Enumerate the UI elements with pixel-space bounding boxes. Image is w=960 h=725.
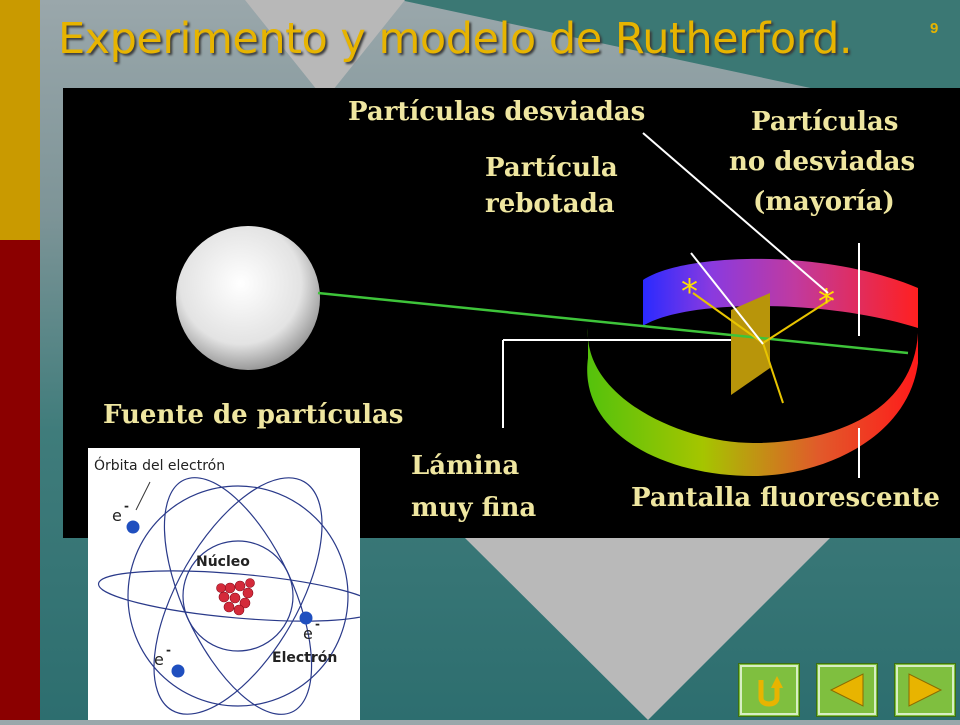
orbit-inner — [182, 540, 294, 652]
slide-number: 9 — [930, 20, 939, 37]
label-foil-2: muy fina — [411, 493, 536, 523]
label-e-minus-3: e — [154, 650, 164, 669]
return-u-icon — [740, 665, 798, 715]
experiment-diagram: * * Partículas desviadas Partícula rebot… — [103, 97, 940, 523]
deflected-ray — [762, 297, 834, 344]
triangle-right-icon — [896, 665, 954, 715]
label-bounced-1: Partícula — [485, 153, 618, 183]
atom-diagram: Órbita del electrón Núcleo Electrón e e … — [94, 456, 379, 715]
screen-ring-back — [643, 258, 918, 328]
label-e-minus-1: e — [112, 506, 122, 525]
orbit-tilted-1 — [153, 477, 323, 715]
impact-star-right: * — [818, 282, 835, 322]
pointer-deflected — [642, 132, 829, 294]
label-nucleus: Núcleo — [196, 554, 250, 570]
label-orbit: Órbita del electrón — [94, 456, 225, 474]
atom-model-figure: Órbita del electrón Núcleo Electrón e e … — [88, 448, 379, 720]
label-deflected: Partículas desviadas — [348, 97, 645, 127]
nucleus — [216, 578, 255, 616]
label-electron: Electrón — [272, 650, 337, 666]
label-foil-1: Lámina — [411, 451, 519, 481]
orbit-outer — [127, 485, 349, 707]
label-source: Fuente de partículas — [103, 400, 403, 430]
thin-foil — [731, 293, 770, 395]
return-button[interactable] — [738, 663, 800, 717]
label-undeflected-1: Partículas — [751, 107, 898, 137]
left-accent-bar-red — [0, 240, 40, 720]
svg-text:-: - — [315, 617, 320, 631]
label-screen: Pantalla fluorescente — [631, 483, 940, 513]
impact-star-left: * — [681, 272, 698, 312]
slide-title: Experimento y modelo de Rutherford. — [58, 14, 853, 64]
pointer-orbit — [135, 481, 151, 511]
next-slide-button[interactable] — [894, 663, 956, 717]
triangle-left-icon — [818, 665, 876, 715]
alpha-beam — [317, 291, 909, 355]
screen-ring-front — [587, 328, 918, 476]
label-bounced-2: rebotada — [485, 189, 615, 219]
label-e-minus-2: e — [303, 624, 313, 643]
label-undeflected-2: no desviadas — [729, 147, 915, 177]
previous-slide-button[interactable] — [816, 663, 878, 717]
top-gray-triangle — [245, 0, 405, 100]
bounced-ray — [692, 292, 764, 344]
label-undeflected-3: (mayoría) — [753, 187, 895, 217]
electron-right — [299, 611, 313, 625]
left-accent-bar-gold — [0, 0, 40, 240]
svg-text:-: - — [166, 643, 171, 657]
bottom-gray-diamond — [465, 538, 830, 720]
electron-bottom — [171, 664, 185, 678]
particle-source-sphere — [176, 226, 320, 370]
svg-text:-: - — [124, 499, 129, 513]
pointer-bounced — [690, 252, 764, 345]
deflected-ray-down — [762, 342, 784, 404]
electron-top-left — [126, 520, 140, 534]
